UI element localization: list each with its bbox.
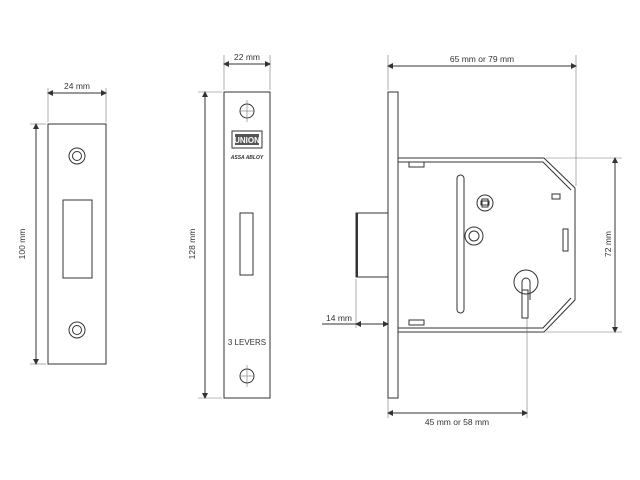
strike-width-label: 24 mm (64, 81, 90, 91)
pivot-icon (464, 226, 484, 246)
screw-hole-icon (239, 100, 255, 122)
case-height-label: 72 mm (603, 231, 613, 257)
strike-plate: 24 mm 100 mm (17, 81, 107, 365)
screw-hole-icon (68, 321, 86, 339)
brand-label: UNION (234, 136, 260, 145)
strike-height-label: 100 mm (17, 229, 27, 260)
screw-hole-icon (68, 147, 86, 165)
screw-icon (476, 194, 494, 212)
bolt-throw-label: 14 mm (326, 313, 352, 323)
lock-side-view: 65 mm or 79 mm 72 mm 14 mm 45 mm or 58 m… (322, 54, 622, 427)
keyhole-icon (513, 269, 539, 319)
forend-plate: UNION ASSA ABLOY 3 LEVERS 22 mm 128 mm (187, 52, 271, 399)
screw-hole-icon (239, 365, 255, 387)
union-logo: UNION ASSA ABLOY (230, 130, 264, 161)
forend-height-label: 128 mm (187, 229, 197, 260)
levers-label: 3 LEVERS (228, 338, 266, 347)
maker-label: ASSA ABLOY (230, 155, 264, 161)
depth-label: 65 mm or 79 mm (450, 54, 514, 64)
backset-label: 45 mm or 58 mm (425, 417, 489, 427)
forend-width-label: 22 mm (234, 52, 260, 62)
